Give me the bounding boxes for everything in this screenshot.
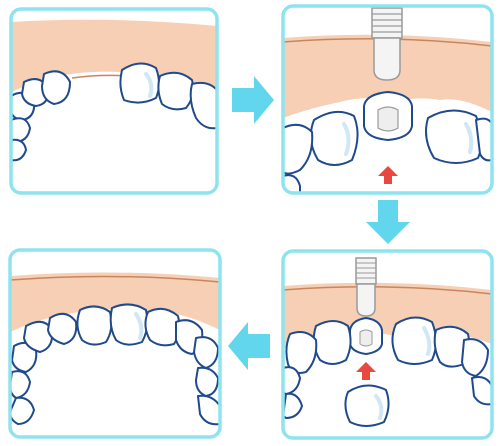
panel-border bbox=[9, 7, 219, 195]
panel-border bbox=[8, 248, 222, 439]
full-arch-teeth bbox=[10, 303, 220, 426]
implant-screw bbox=[355, 257, 377, 317]
panel-restored bbox=[8, 248, 222, 439]
up-arrow-icon bbox=[378, 166, 398, 184]
side-tooth-right bbox=[189, 81, 217, 130]
panel-border bbox=[281, 249, 494, 440]
up-arrow-icon bbox=[356, 362, 376, 380]
panel-border bbox=[281, 4, 494, 195]
front-tooth-left bbox=[119, 62, 160, 104]
panel-missing-tooth bbox=[9, 7, 219, 195]
panel-crown-attach bbox=[281, 249, 494, 440]
block-arrow-icon bbox=[366, 200, 410, 244]
tooth-right bbox=[425, 109, 483, 164]
implant-screw bbox=[371, 7, 403, 81]
block-arrow-icon bbox=[228, 322, 270, 370]
tooth-left bbox=[309, 110, 359, 166]
front-tooth-right bbox=[157, 71, 195, 111]
side-teeth bbox=[11, 70, 71, 162]
block-arrow-icon bbox=[232, 76, 274, 124]
gum bbox=[10, 272, 220, 332]
panel-implant-placed bbox=[281, 4, 494, 195]
